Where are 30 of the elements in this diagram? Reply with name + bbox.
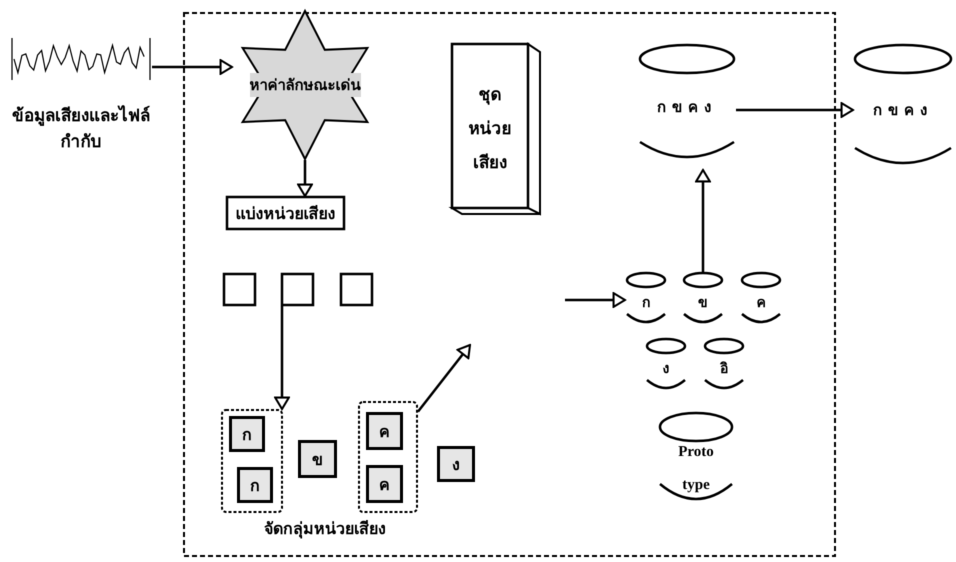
arrow — [152, 59, 234, 75]
empty-square — [340, 273, 373, 306]
arrow — [417, 344, 472, 412]
arrow — [565, 292, 626, 308]
phoneme-box: ง — [437, 446, 475, 482]
phoneme-box: ก — [229, 416, 265, 452]
arrow — [297, 160, 313, 198]
group-label: จัดกลุ่มหน่วยเสียง — [263, 518, 387, 540]
arrow — [695, 168, 711, 272]
process-box: แบ่งหน่วยเสียง — [226, 196, 345, 230]
database-cylinder: กขคง — [853, 44, 953, 176]
database-cylinder: ก — [625, 272, 667, 328]
database-cylinder: ค — [740, 272, 782, 328]
waveform-picture — [10, 36, 152, 82]
database-cylinder: ข — [682, 272, 724, 328]
empty-square — [223, 273, 256, 306]
phoneme-box: ก — [237, 467, 273, 503]
waveform-label: ข้อมูลเสียงและไฟล์กำกับ — [11, 104, 151, 154]
database-cylinder: Proto type — [658, 412, 734, 512]
phoneme-box: ค — [366, 465, 403, 503]
dashed-group-box — [358, 401, 418, 513]
empty-square — [281, 273, 314, 306]
dashed-group-box — [221, 409, 283, 513]
database-cylinder: กขคง — [638, 44, 736, 170]
arrow — [274, 306, 290, 410]
phoneme-box: ค — [366, 412, 403, 450]
database-cylinder: อิ — [703, 338, 745, 394]
arrow — [736, 102, 854, 118]
phoneme-box: ข — [298, 440, 337, 478]
database-cylinder: ง — [645, 338, 687, 394]
